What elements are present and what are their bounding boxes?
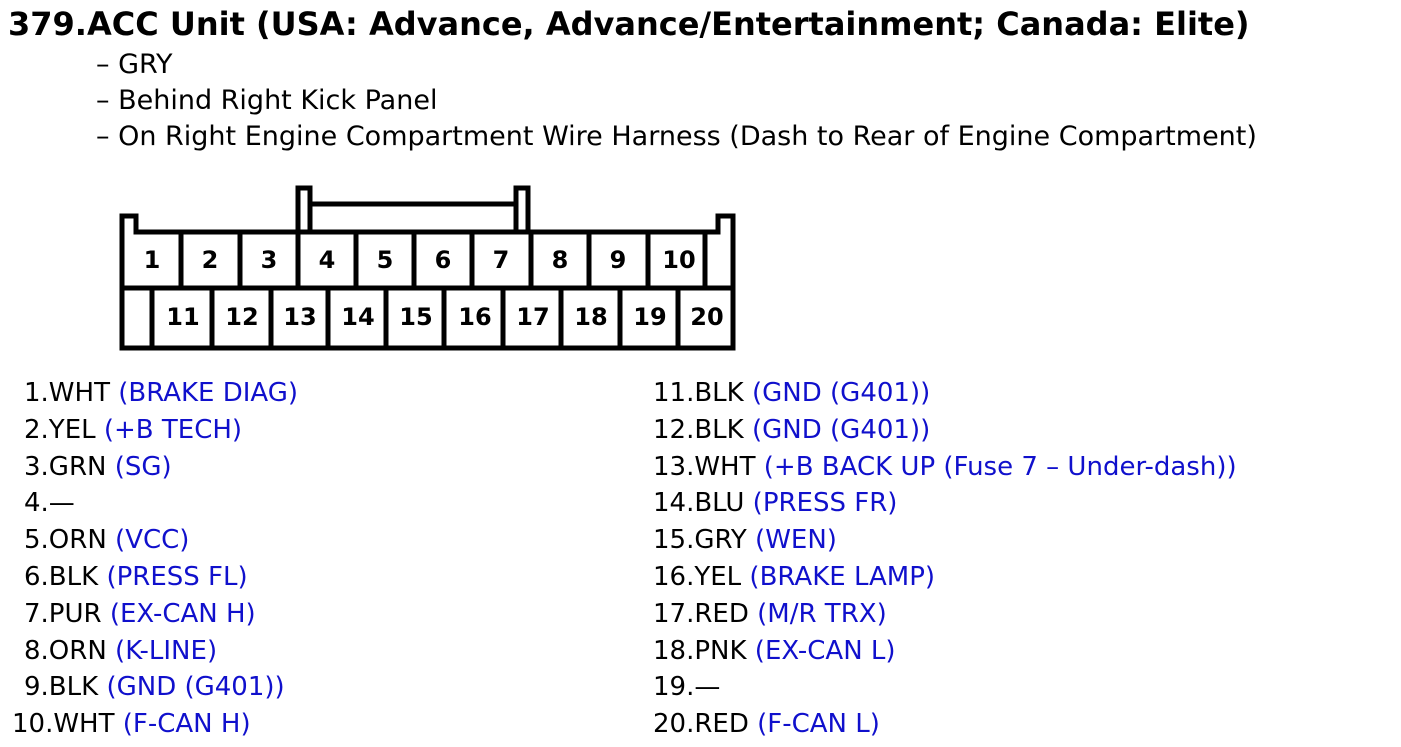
pin-wire-label: 8.ORN xyxy=(24,635,107,666)
pin-number-15: 15 xyxy=(399,303,432,331)
pin-row: 6.BLK (PRESS FL) xyxy=(24,560,248,594)
pin-wire-label: 13.WHT xyxy=(653,451,756,482)
pin-wire-label: 9.BLK xyxy=(24,672,99,703)
pin-number-6: 6 xyxy=(435,246,452,274)
pin-number-2: 2 xyxy=(202,246,219,274)
pin-wire-label: 6.BLK xyxy=(24,562,99,592)
pin-function: (VCC) xyxy=(106,525,190,556)
pin-function: (BRAKE DIAG) xyxy=(109,378,299,408)
pin-wire-label: 4.— xyxy=(24,488,75,519)
pin-row: 15.GRY (WEN) xyxy=(653,523,837,557)
connector-color: – GRY xyxy=(96,49,173,80)
pin-number-19: 19 xyxy=(633,303,666,331)
pin-wire-label: 14.BLU xyxy=(653,488,745,519)
pin-wire-label: 16.YEL xyxy=(653,562,742,592)
pin-wire-label: 19.— xyxy=(653,672,721,703)
pin-row: 13.WHT (+B BACK UP (Fuse 7 – Under-dash)… xyxy=(653,450,1237,484)
pin-number-18: 18 xyxy=(574,303,607,331)
pin-number-14: 14 xyxy=(341,303,374,331)
pin-row: 9.BLK (GND (G401)) xyxy=(24,670,285,704)
connector-location: – Behind Right Kick Panel xyxy=(96,85,438,116)
pin-function: (PRESS FL) xyxy=(98,562,248,592)
pin-function: (GND (G401)) xyxy=(98,672,285,703)
pin-row: 17.RED (M/R TRX) xyxy=(653,597,887,631)
pin-function: (F-CAN H) xyxy=(114,709,251,740)
pin-wire-label: 10.WHT xyxy=(12,709,115,740)
pin-row: 12.BLK (GND (G401)) xyxy=(653,413,930,447)
pin-wire-label: 3.GRN xyxy=(24,451,107,482)
pin-function: (M/R TRX) xyxy=(748,598,887,629)
pin-function: (+B TECH) xyxy=(95,414,243,445)
harness-description: – On Right Engine Compartment Wire Harne… xyxy=(96,121,1257,152)
pin-wire-label: 15.GRY xyxy=(653,525,747,556)
pin-number-10: 10 xyxy=(662,246,695,274)
pin-number-16: 16 xyxy=(458,303,491,331)
pin-function: (WEN) xyxy=(746,525,837,556)
pin-row: 1.WHT (BRAKE DIAG) xyxy=(24,376,298,410)
pin-row: 10.WHT (F-CAN H) xyxy=(12,707,251,741)
pin-number-5: 5 xyxy=(377,246,394,274)
pin-function: (SG) xyxy=(106,451,172,482)
pin-function: (K-LINE) xyxy=(106,635,218,666)
pin-row: 3.GRN (SG) xyxy=(24,450,172,484)
pin-row: 16.YEL (BRAKE LAMP) xyxy=(653,560,935,594)
pin-function: (EX-CAN H) xyxy=(101,598,256,629)
pin-number-13: 13 xyxy=(283,303,316,331)
pin-function: (BRAKE LAMP) xyxy=(741,562,936,592)
pin-wire-label: 5.ORN xyxy=(24,525,107,556)
pin-wire-label: 11.BLK xyxy=(653,378,744,408)
connector-lock-tab xyxy=(295,185,531,232)
pin-wire-label: 18.PNK xyxy=(653,635,747,666)
pin-number-8: 8 xyxy=(552,246,569,274)
pin-wire-label: 20.RED xyxy=(653,709,749,740)
pin-function: (PRESS FR) xyxy=(744,488,898,519)
pin-row: 14.BLU (PRESS FR) xyxy=(653,486,897,520)
pin-wire-label: 2.YEL xyxy=(24,414,96,445)
pin-number-9: 9 xyxy=(610,246,627,274)
pin-row: 18.PNK (EX-CAN L) xyxy=(653,634,896,668)
pin-wire-label: 1.WHT xyxy=(24,378,110,408)
pin-row: 2.YEL (+B TECH) xyxy=(24,413,242,447)
pin-function: (+B BACK UP (Fuse 7 – Under-dash)) xyxy=(755,451,1237,482)
pin-row: 7.PUR (EX-CAN H) xyxy=(24,597,256,631)
pin-number-20: 20 xyxy=(690,303,723,331)
pin-wire-label: 12.BLK xyxy=(653,414,744,445)
pin-function: (GND (G401)) xyxy=(743,414,931,445)
pin-row: 19.— xyxy=(653,670,720,704)
page-title: 379.ACC Unit (USA: Advance, Advance/Ente… xyxy=(8,5,1250,43)
pin-number-7: 7 xyxy=(493,246,510,274)
pin-number-3: 3 xyxy=(261,246,278,274)
pin-number-1: 1 xyxy=(144,246,161,274)
pin-function: (F-CAN L) xyxy=(748,709,880,740)
pin-wire-label: 17.RED xyxy=(653,598,749,629)
connector-outline xyxy=(119,213,736,351)
pin-number-12: 12 xyxy=(225,303,258,331)
pin-number-11: 11 xyxy=(166,303,199,331)
pin-row: 11.BLK (GND (G401)) xyxy=(653,376,930,410)
pin-number-17: 17 xyxy=(516,303,549,331)
pin-function: (EX-CAN L) xyxy=(746,635,896,666)
pin-row: 5.ORN (VCC) xyxy=(24,523,189,557)
pin-wire-label: 7.PUR xyxy=(24,598,102,629)
pin-row: 20.RED (F-CAN L) xyxy=(653,707,880,741)
pin-row: 8.ORN (K-LINE) xyxy=(24,634,217,668)
pin-function: (GND (G401)) xyxy=(743,378,931,408)
pin-row: 4.— xyxy=(24,486,75,520)
pin-number-4: 4 xyxy=(319,246,336,274)
